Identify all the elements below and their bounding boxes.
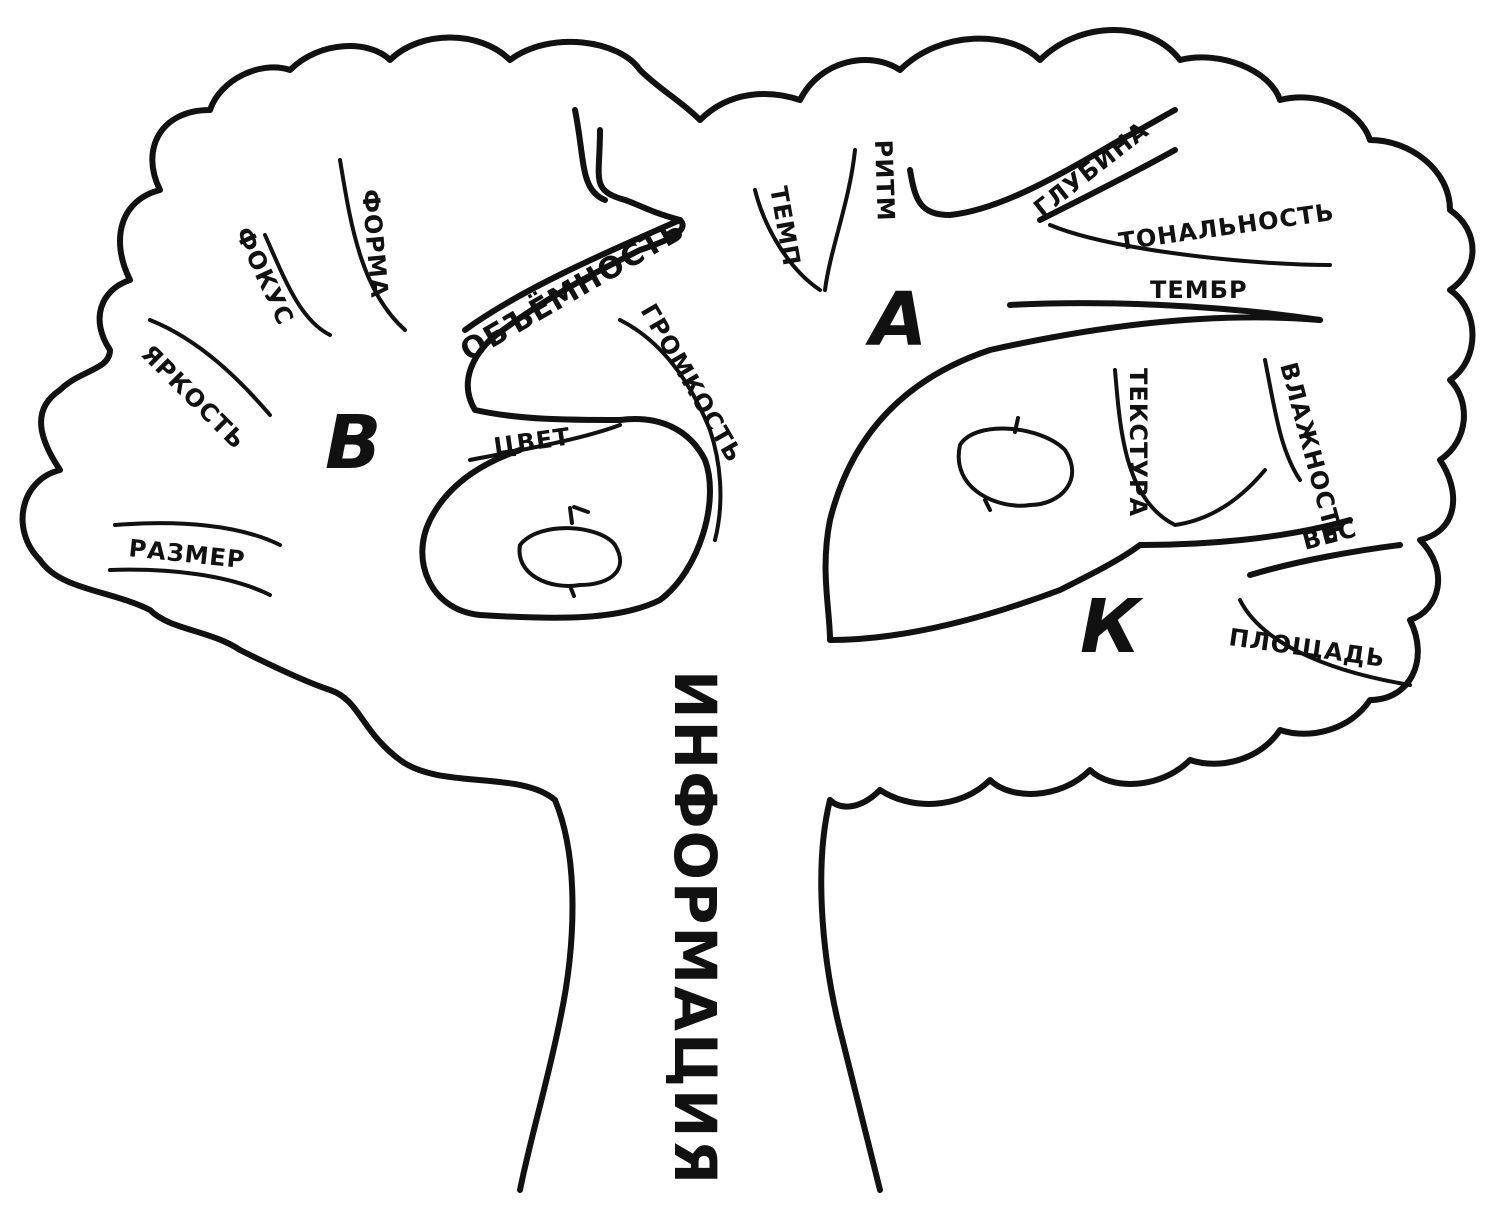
label-tembr: ТЕМБР: [1150, 276, 1248, 304]
ves-branch: [1140, 520, 1400, 575]
letter-visual: В: [325, 400, 381, 486]
apple-icon: [520, 507, 621, 596]
trunk-left: [520, 800, 573, 1190]
crown-outline-right: [700, 30, 1473, 807]
label-cvet: ЦВЕТ: [492, 422, 572, 460]
letter-audial: А: [865, 277, 927, 363]
label-ploshad: ПЛОЩАДЬ: [1227, 623, 1387, 673]
apple-icon: [959, 418, 1072, 510]
letter-kinesthetic: К: [1080, 584, 1144, 670]
trunk-label: ИНФОРМАЦИЯ: [661, 670, 729, 1186]
label-yarkost: ЯРКОСТЬ: [136, 339, 252, 455]
label-ritm: РИТМ: [869, 139, 900, 222]
trunk-right: [821, 800, 880, 1190]
visual-branch-inner: [422, 130, 710, 618]
ritm-branch: [825, 150, 855, 290]
label-tekstura: ТЕКСТУРА: [1124, 368, 1152, 517]
label-tonalnost: ТОНАЛЬНОСТЬ: [1117, 198, 1336, 256]
label-forma: ФОРМА: [356, 188, 393, 299]
label-fokus: ФОКУС: [230, 223, 300, 330]
